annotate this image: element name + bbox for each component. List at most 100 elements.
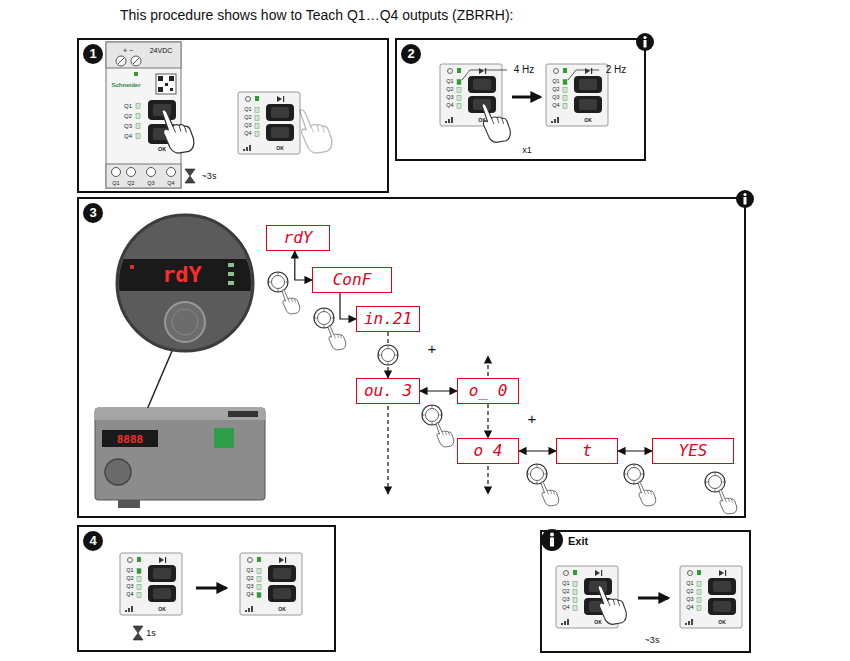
pressing-hand <box>328 326 346 350</box>
controller-device <box>136 114 140 119</box>
terminal-label: + − <box>123 47 133 54</box>
pressing-hand <box>719 490 737 514</box>
info-icon <box>636 33 654 51</box>
button-label: OK <box>158 606 166 611</box>
step-number: 3 <box>83 203 103 223</box>
display-text: YES <box>679 443 708 459</box>
terminal-label: Q1 <box>112 181 119 187</box>
hourglass-icon <box>133 626 143 640</box>
controller-device <box>136 104 140 109</box>
output-label: Q1 <box>244 107 251 113</box>
output-label: Q3 <box>124 123 132 129</box>
step-number: 1 <box>83 44 103 64</box>
controller-device <box>105 459 131 485</box>
display-zoom <box>110 259 260 291</box>
exit-label: Exit <box>568 535 588 547</box>
output-label: Q3 <box>552 95 559 101</box>
output-label: Q4 <box>552 103 559 109</box>
info-icon <box>550 538 554 547</box>
info-icon <box>644 40 647 48</box>
menu-scroll-line <box>387 406 388 494</box>
terminal-label: Q4 <box>167 181 174 187</box>
controller-device <box>106 42 181 68</box>
controller-device <box>118 500 140 508</box>
display-text: ConF <box>333 272 372 288</box>
hourglass-icon <box>185 169 195 183</box>
display-text: t <box>582 443 592 459</box>
increment-sign: + <box>528 411 537 426</box>
controller-device <box>134 72 138 76</box>
display-text: in.21 <box>364 311 412 327</box>
relay-module <box>680 566 742 628</box>
menu-scroll-line <box>487 466 488 494</box>
display-screen: ConF <box>312 267 392 293</box>
controller-device <box>118 58 139 64</box>
output-label: Q1 <box>446 79 453 85</box>
menu-step-arrow <box>519 450 556 451</box>
output-label: Q4 <box>244 131 251 137</box>
controller-device <box>112 168 121 177</box>
display-readout: rdY <box>162 264 202 286</box>
menu-step-arrow <box>487 404 488 438</box>
display-zoom <box>130 265 134 269</box>
step-panel: 2 <box>395 38 646 161</box>
step-panel: 1 <box>77 38 389 193</box>
controller-device <box>136 134 140 139</box>
output-label: Q1 <box>246 568 253 574</box>
output-label: Q3 <box>562 597 569 603</box>
display-screen: o_ 0 <box>457 378 519 404</box>
dial-knob <box>422 405 442 425</box>
controller-device <box>158 87 163 92</box>
display-zoom <box>110 215 260 426</box>
display-zoom <box>165 302 205 342</box>
controller-device <box>136 124 140 129</box>
output-label: Q2 <box>126 576 133 582</box>
brand-label: Schneider <box>111 82 140 88</box>
output-label: Q2 <box>446 87 453 93</box>
controller-device <box>214 428 234 448</box>
controller-device <box>169 76 174 81</box>
pressing-hand <box>436 423 454 447</box>
relay-module <box>120 553 182 615</box>
menu-scroll-line <box>487 356 488 376</box>
info-icon <box>736 190 754 208</box>
output-label: Q4 <box>562 605 569 611</box>
output-label: Q2 <box>552 87 559 93</box>
output-label: Q1 <box>124 103 132 109</box>
step-panel: 3rdYConFin.21ou. 3o_ 0o 4tYES <box>77 197 746 518</box>
output-label: Q4 <box>124 133 132 139</box>
output-label: Q4 <box>246 592 253 598</box>
menu-step-arrow <box>420 390 457 391</box>
duration-label: ~3s <box>645 636 660 645</box>
controller-device <box>106 164 181 188</box>
dial-knob <box>624 464 644 484</box>
info-icon <box>643 36 646 39</box>
releasing-hand <box>300 110 332 153</box>
button-label: OK <box>478 117 486 122</box>
button-label: OK <box>276 145 284 150</box>
button-label: OK <box>158 147 166 153</box>
dial-knob <box>527 464 547 484</box>
output-label: Q2 <box>246 576 253 582</box>
step-panel: 4 <box>77 525 336 652</box>
output-label: Q4 <box>686 605 693 611</box>
relay-module <box>546 64 608 126</box>
output-label: Q1 <box>686 581 693 587</box>
output-label: Q3 <box>244 123 251 129</box>
pressing-hand <box>598 586 626 625</box>
output-label: Q3 <box>686 597 693 603</box>
frequency-label: 4 Hz <box>514 65 535 75</box>
controller-device <box>102 430 158 447</box>
procedure-title: This procedure shows how to Teach Q1…Q4 … <box>120 7 513 24</box>
display-screen: rdY <box>266 225 330 251</box>
display-text: o_ 0 <box>469 383 508 399</box>
controller-device <box>147 168 156 177</box>
output-label: Q3 <box>126 584 133 590</box>
output-label: Q2 <box>244 115 251 121</box>
controller-device <box>167 168 176 177</box>
output-label: Q4 <box>126 592 133 598</box>
controller-device <box>95 408 265 500</box>
